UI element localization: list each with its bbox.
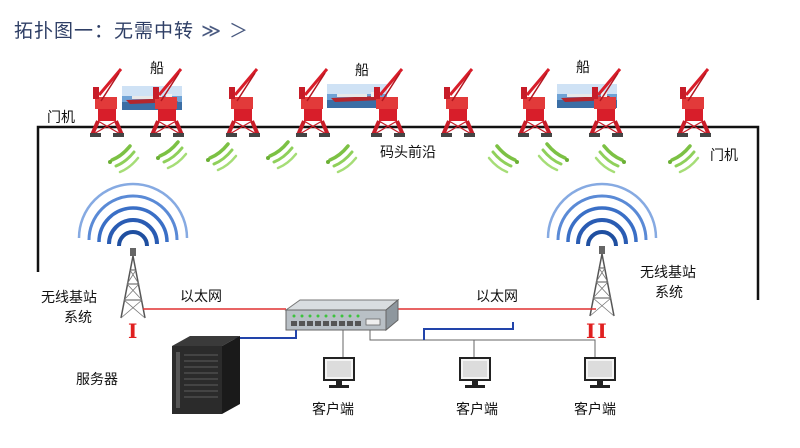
- base-station-right-label-1: 无线基站: [640, 264, 696, 281]
- client-monitor-icon: [323, 357, 616, 389]
- client-label-2: 客户端: [456, 401, 498, 418]
- ethernet-switch-icon: [284, 298, 400, 332]
- base-station-left-label-2: 系统: [64, 310, 92, 326]
- base-station-tower-icon: [120, 247, 146, 319]
- gantry-crane-label-right: 门机: [710, 148, 738, 164]
- base-station-right: [546, 182, 658, 317]
- wharf-front-label: 码头前沿: [380, 144, 436, 161]
- chevron-right-icon: ≫ ＞: [201, 20, 249, 42]
- client-label-3: 客户端: [574, 401, 616, 418]
- antenna-wave-icon: [546, 182, 658, 248]
- page-title: 拓扑图一：无需中转 ≫ ＞: [14, 16, 249, 43]
- ship-label-3: 船: [576, 60, 590, 76]
- base-station-left-label-1: 无线基站: [41, 289, 97, 306]
- base-station-tower-icon: [589, 245, 615, 317]
- ship-label-1: 船: [150, 61, 164, 77]
- title-text: 拓扑图一：无需中转: [14, 20, 195, 42]
- gantry-crane-label-left: 门机: [47, 110, 75, 126]
- server-tower-icon: [172, 336, 240, 414]
- base-station-right-label-2: 系统: [655, 285, 683, 301]
- ship-label-2: 船: [355, 63, 369, 79]
- ethernet-label-right: 以太网: [476, 289, 518, 305]
- antenna-wave-icon: [77, 182, 189, 248]
- network-cable: [227, 322, 596, 360]
- client-label-1: 客户端: [312, 401, 354, 418]
- server-label: 服务器: [76, 372, 118, 388]
- marker-right: II: [586, 319, 609, 343]
- marker-left: I: [128, 319, 137, 343]
- ethernet-label-left: 以太网: [180, 289, 222, 305]
